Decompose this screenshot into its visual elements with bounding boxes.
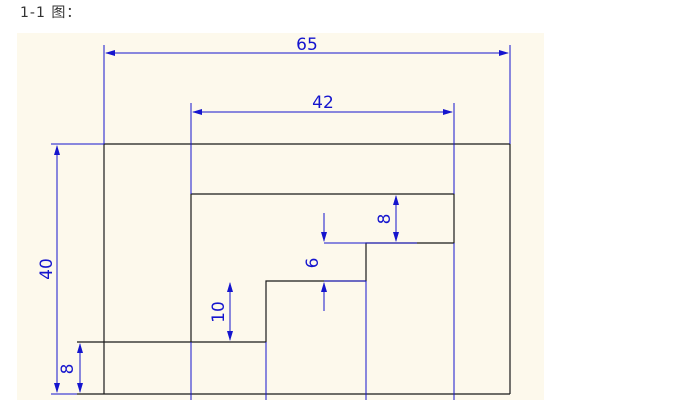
dim-label-top-step: 8	[375, 214, 395, 225]
dim-label-bottom-offset: 8	[58, 364, 78, 375]
dim-label-lower-step: 10	[209, 301, 229, 323]
dim-label-overall-height: 40	[37, 258, 57, 280]
dim-label-overall-width: 65	[296, 35, 318, 55]
technical-drawing: 65 42 40 8 6 10 8	[17, 33, 544, 400]
dim-label-middle-step: 6	[303, 258, 323, 269]
extension-lines	[51, 45, 511, 400]
figure-caption: 1-1 图：	[20, 5, 82, 21]
paper-background	[17, 33, 544, 400]
drawing-canvas: 65 42 40 8 6 10 8	[17, 33, 544, 400]
dim-label-inner-width: 42	[312, 93, 334, 113]
outer-outline	[77, 143, 511, 395]
